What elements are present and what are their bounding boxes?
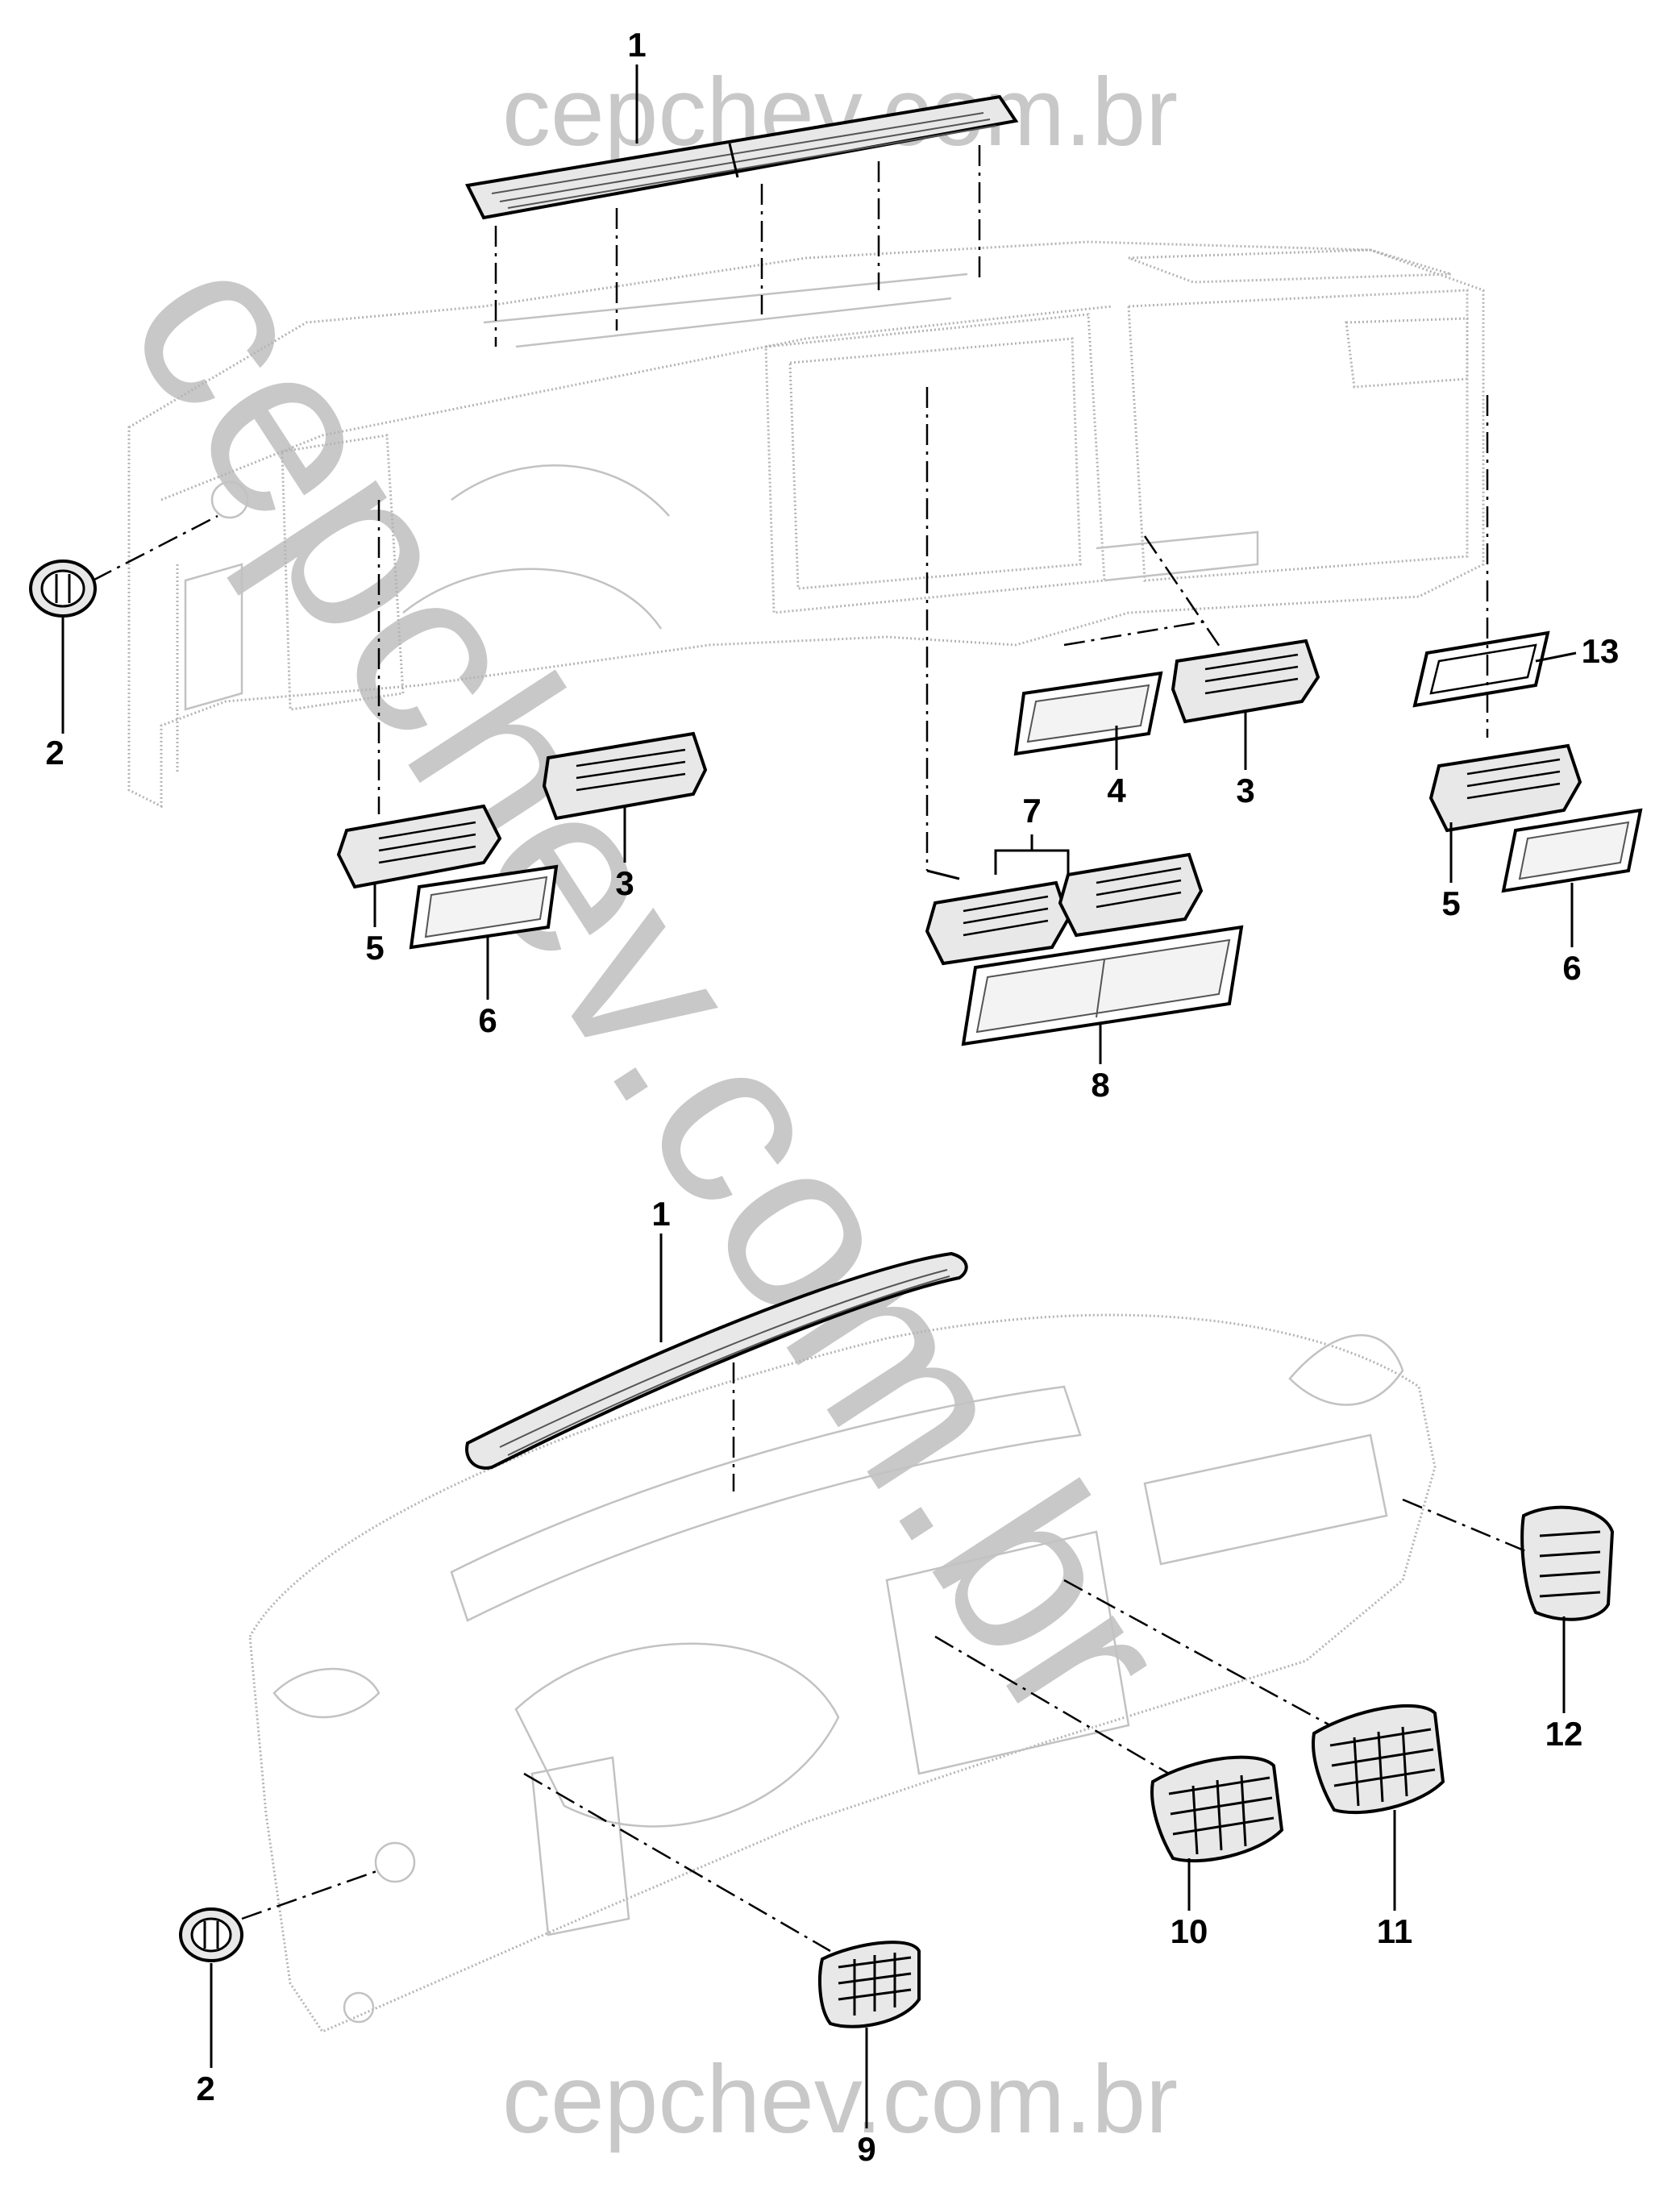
callout-4-upper: 4 <box>1107 772 1126 809</box>
callout-10-lower: 10 <box>1171 1912 1208 1950</box>
callout-2-lower: 2 <box>196 2070 214 2107</box>
upper-dashboard-outline <box>127 240 1485 809</box>
lower-callout-labels: 1 2 9 10 11 12 <box>196 1195 1582 2168</box>
upper-grille-clip-lines <box>494 145 981 347</box>
callout-8-upper: 8 <box>1091 1066 1109 1104</box>
callout-12-lower: 12 <box>1545 1715 1583 1753</box>
upper-round-vent <box>29 514 218 734</box>
lower-defroster-grille <box>465 1251 968 1491</box>
upper-right-seal-13 <box>1412 395 1550 738</box>
upper-center-bezel-4 <box>1013 671 1163 756</box>
upper-left-vent-5 <box>336 500 502 889</box>
lower-vent-10 <box>934 1635 1284 1911</box>
watermark-bottom: cepchev.com.br <box>502 2045 1178 2153</box>
lower-dashboard-outline <box>248 1313 1437 2033</box>
callout-2-upper: 2 <box>45 734 64 772</box>
callout-13-upper: 13 <box>1582 632 1620 670</box>
lower-vent-11 <box>1063 1579 1445 1911</box>
upper-center-vent-3 <box>1171 639 1320 724</box>
upper-defroster-grille <box>465 94 1019 220</box>
lower-vent-9 <box>523 1772 921 2128</box>
upper-left-vent-3 <box>542 731 708 821</box>
callout-3-upper-left: 3 <box>615 864 634 902</box>
callout-5-upper-left: 5 <box>365 929 384 967</box>
upper-right-bezel-6 <box>1501 808 1643 893</box>
upper-left-vent-bezel-6 <box>409 864 559 950</box>
callout-6-upper-left: 6 <box>478 1001 497 1039</box>
upper-callout-leaders <box>373 64 1577 1064</box>
upper-callout-labels: 1 2 3 3 4 5 5 6 6 7 8 13 <box>45 26 1619 1104</box>
callout-7-upper: 7 <box>1022 792 1041 830</box>
callout-11-lower: 11 <box>1377 1912 1412 1950</box>
callout-5-upper-right: 5 <box>1441 884 1460 922</box>
callout-1-lower: 1 <box>651 1195 670 1233</box>
callout-1-upper: 1 <box>627 26 646 64</box>
callout-6-upper-right: 6 <box>1562 949 1581 987</box>
upper-center-bezel-8 <box>961 925 1244 1046</box>
upper-center-leader-lines <box>925 387 1223 880</box>
upper-right-vent-5 <box>1428 743 1582 833</box>
lower-round-vent <box>179 1869 380 2068</box>
callout-9-lower: 9 <box>857 2130 875 2168</box>
callout-3-upper-center: 3 <box>1236 772 1254 809</box>
lower-vent-12 <box>1402 1498 1615 1713</box>
upper-center-vent-pair-7 <box>925 834 1204 966</box>
